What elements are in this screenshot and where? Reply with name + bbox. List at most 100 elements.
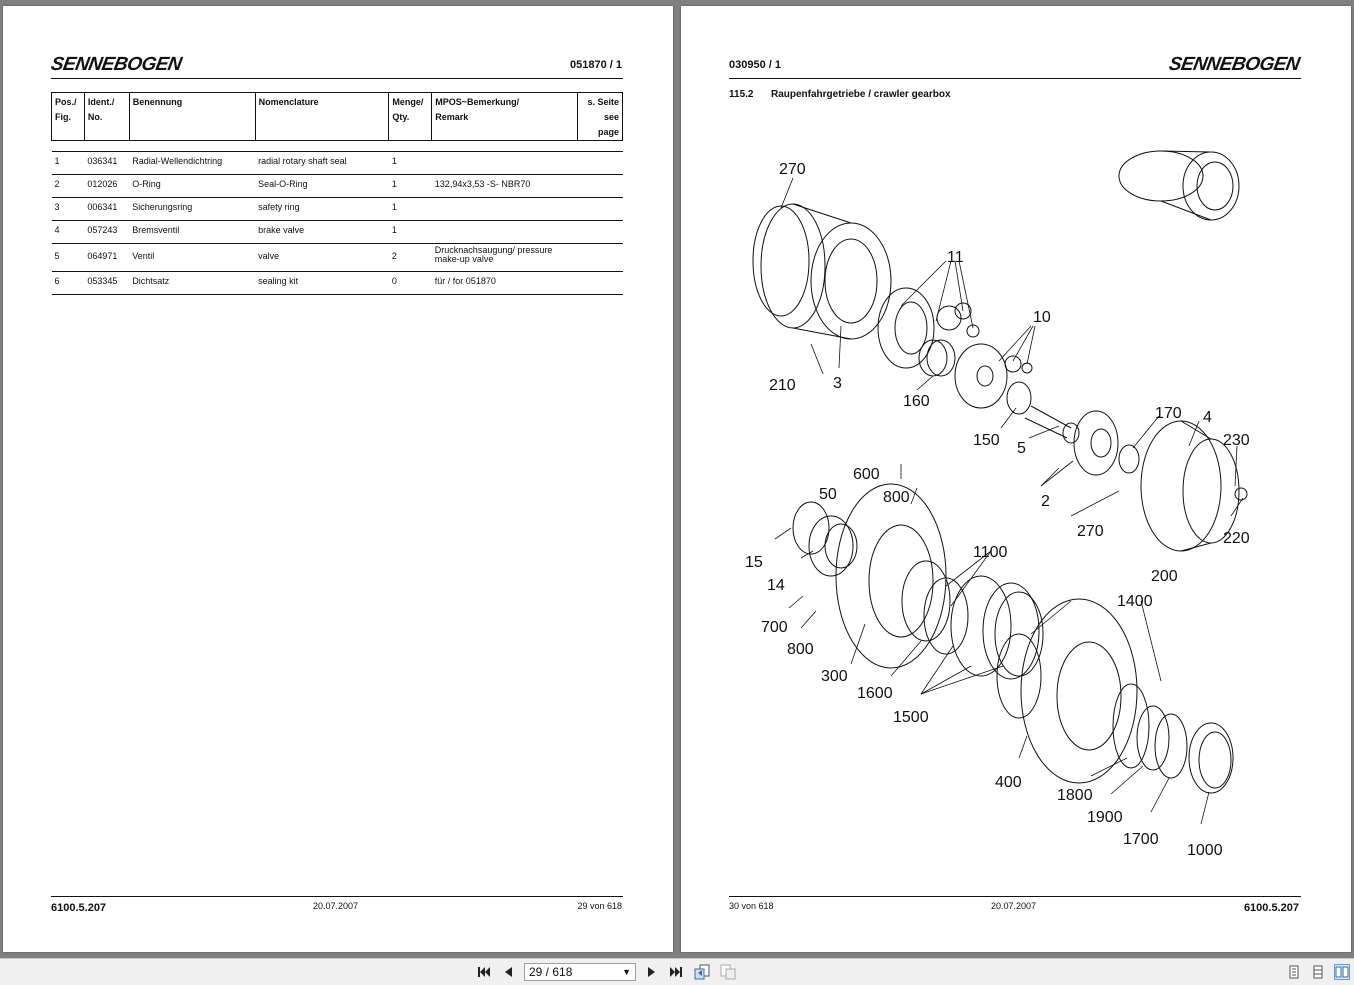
planet-carrier xyxy=(877,287,980,369)
exploded-view-diagram: 270 11 10 210 3 160 150 5 170 4 230 2 27… xyxy=(745,150,1250,859)
first-page-icon xyxy=(478,967,490,977)
last-page-button[interactable] xyxy=(668,964,684,980)
col-ident: Ident./No. xyxy=(83,92,130,141)
label-270: 270 xyxy=(779,161,806,178)
label-800: 800 xyxy=(883,489,910,506)
next-page-button[interactable] xyxy=(644,964,660,980)
go-forward-icon xyxy=(720,964,736,980)
continuous-page-icon xyxy=(1313,965,1323,979)
label-170: 170 xyxy=(1155,405,1182,422)
footer-rule xyxy=(51,896,623,897)
label-220: 220 xyxy=(1223,530,1250,547)
label-15: 15 xyxy=(745,554,763,571)
label-1800: 1800 xyxy=(1057,787,1093,804)
label-210: 210 xyxy=(769,377,796,394)
label-3: 3 xyxy=(833,375,842,392)
col-pos: Pos./Fig. xyxy=(51,92,85,141)
assembly-thumbnail xyxy=(1118,150,1240,221)
left-page: SENNEBOGEN 051870 / 1 Pos./Fig. Ident./N… xyxy=(3,6,673,952)
label-270b: 270 xyxy=(1077,523,1104,540)
previous-page-button[interactable] xyxy=(500,964,516,980)
label-1700: 1700 xyxy=(1123,831,1159,848)
label-160: 160 xyxy=(903,393,930,410)
footer-left: 30 von 618 xyxy=(729,901,774,911)
viewer-toolbar: 29 / 618 ▼ xyxy=(0,958,1354,985)
col-nomenclature: Nomenclature xyxy=(254,92,390,141)
small-carrier xyxy=(1073,410,1140,476)
seal-rings xyxy=(1112,683,1234,794)
header-rule xyxy=(729,78,1301,79)
sennebogen-logo: SENNEBOGEN xyxy=(49,54,184,75)
single-page-view-button[interactable] xyxy=(1286,964,1302,980)
label-200: 200 xyxy=(1151,568,1178,585)
label-10: 10 xyxy=(1033,309,1051,326)
label-14: 14 xyxy=(767,577,785,594)
label-400: 400 xyxy=(995,774,1022,791)
label-1900: 1900 xyxy=(1087,809,1123,826)
header-rule xyxy=(51,78,623,79)
label-1600: 1600 xyxy=(857,685,893,702)
continuous-view-button[interactable] xyxy=(1310,964,1326,980)
label-150: 150 xyxy=(973,432,1000,449)
next-page-icon xyxy=(648,967,655,977)
hub-part xyxy=(835,483,951,669)
large-flange xyxy=(996,598,1138,784)
last-page-icon xyxy=(670,967,682,977)
first-page-button[interactable] xyxy=(476,964,492,980)
parts-table: Pos./Fig. Ident./No. Benennung Nomenclat… xyxy=(51,92,623,295)
col-qty: Menge/Qty. xyxy=(388,92,433,141)
label-11: 11 xyxy=(947,249,964,266)
label-700: 700 xyxy=(761,619,788,636)
two-page-icon xyxy=(1335,966,1349,978)
doc-number: 051870 / 1 xyxy=(570,59,622,71)
gearbox-cover xyxy=(1140,420,1248,552)
label-5: 5 xyxy=(1017,440,1026,457)
label-1000: 1000 xyxy=(1187,842,1223,859)
page-number-input[interactable]: 29 / 618 ▼ xyxy=(524,963,636,981)
label-50: 50 xyxy=(819,486,837,503)
drive-shaft xyxy=(1006,381,1080,444)
dropdown-caret-icon: ▼ xyxy=(622,967,631,977)
table-header-row: Pos./Fig. Ident./No. Benennung Nomenclat… xyxy=(51,92,623,141)
label-2: 2 xyxy=(1041,493,1050,510)
label-600: 600 xyxy=(853,466,880,483)
previous-page-icon xyxy=(505,967,512,977)
doc-number: 030950 / 1 xyxy=(729,59,781,71)
col-benennung: Benennung xyxy=(128,92,256,141)
label-1500: 1500 xyxy=(893,709,929,726)
footer-center: 20.07.2007 xyxy=(991,901,1037,911)
footer-rule xyxy=(729,896,1301,897)
footer-center: 20.07.2007 xyxy=(313,901,359,911)
col-remark: MPOS~Bemerkung/Remark xyxy=(431,92,579,141)
sennebogen-logo: SENNEBOGEN xyxy=(1167,54,1301,75)
go-forward-button[interactable] xyxy=(720,964,736,980)
label-1400: 1400 xyxy=(1117,593,1153,610)
bearing-assembly xyxy=(792,501,858,577)
single-page-icon xyxy=(1289,965,1299,979)
ring-set xyxy=(923,575,1044,680)
label-800b: 800 xyxy=(787,641,814,658)
label-300: 300 xyxy=(821,668,848,685)
label-230: 230 xyxy=(1223,432,1250,449)
housing-part xyxy=(752,203,892,340)
go-back-button[interactable] xyxy=(694,964,710,980)
label-4: 4 xyxy=(1203,409,1212,426)
part-number-labels: 270 11 10 210 3 160 150 5 170 4 230 2 27… xyxy=(745,161,1250,859)
carrier-disk xyxy=(954,343,1033,409)
footer-right: 6100.5.207 xyxy=(1243,902,1299,914)
leader-lines xyxy=(774,177,1244,825)
footer-right: 29 von 618 xyxy=(577,901,622,911)
go-back-icon xyxy=(694,964,710,980)
footer-left: 6100.5.207 xyxy=(51,902,107,914)
label-1100: 1100 xyxy=(973,544,1008,561)
two-page-view-button[interactable] xyxy=(1334,964,1350,980)
